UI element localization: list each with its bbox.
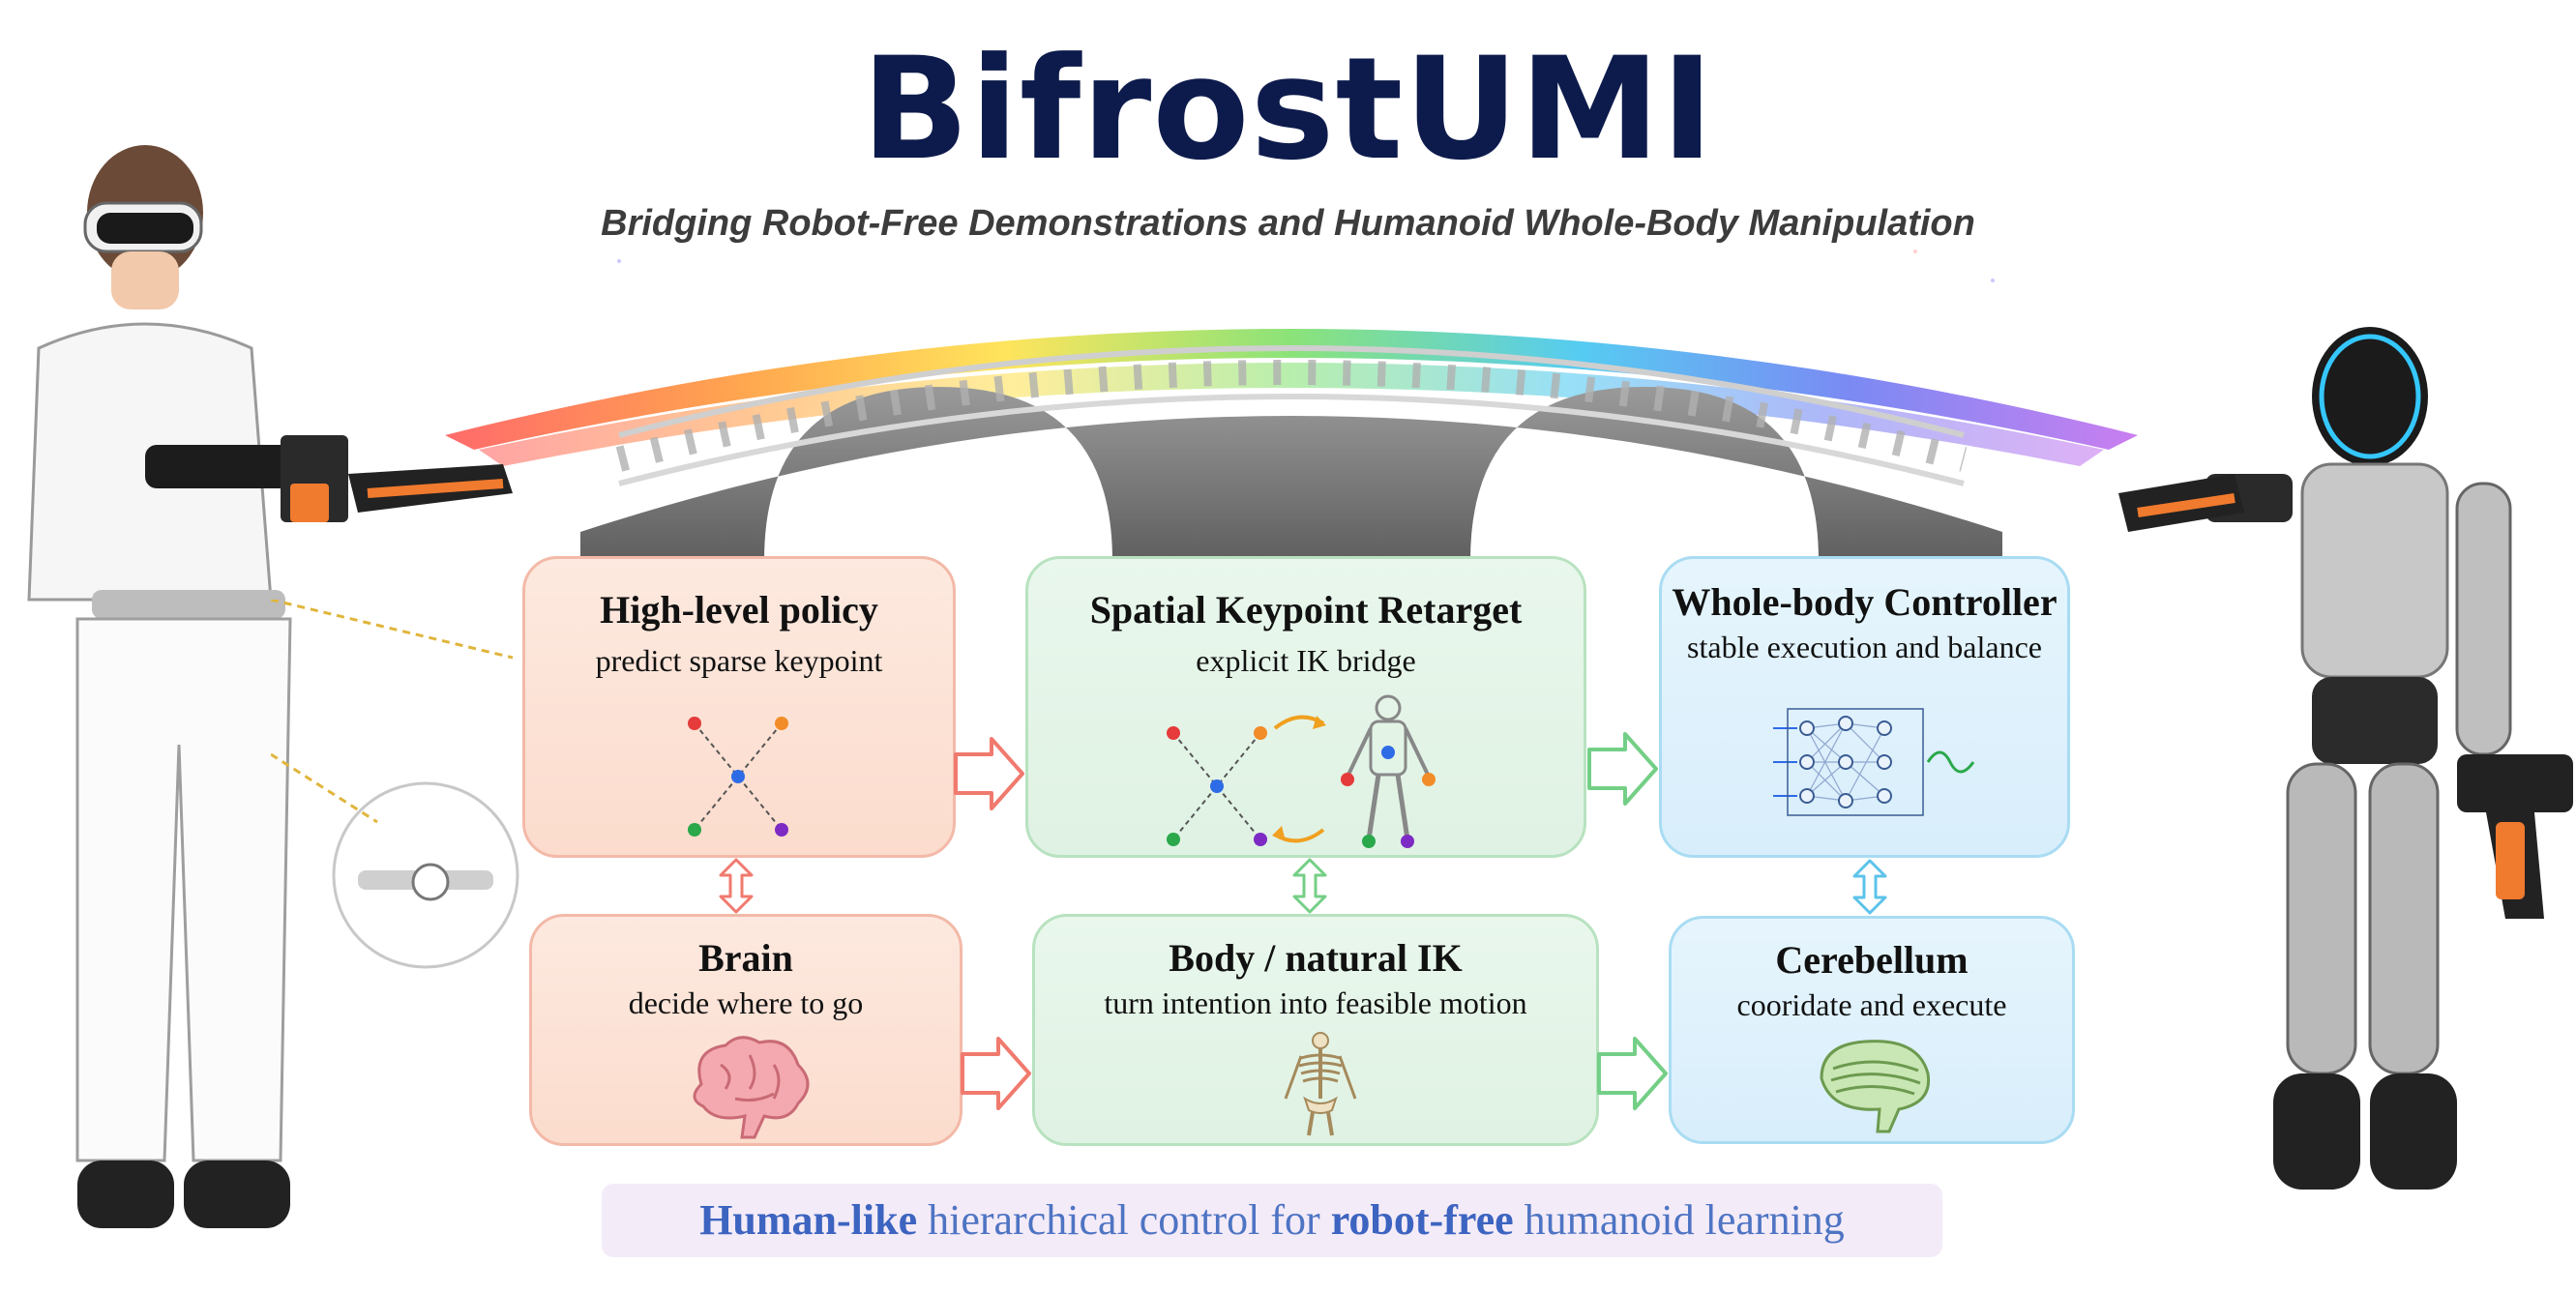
arrow-brain-to-body (961, 1037, 1031, 1110)
box-high-level-policy: High-level policy predict sparse keypoin… (522, 556, 956, 858)
keypoint-cross-icon (688, 717, 788, 837)
arrow-policy-to-retarget (954, 737, 1024, 810)
inset-connector-lines (271, 600, 514, 824)
tagline-highlight-1: Human-like (699, 1196, 918, 1244)
humanoid-robot-illustration (2118, 327, 2573, 1190)
box-subtitle: stable execution and balance (1687, 630, 2042, 664)
arrow-retarget-to-controller (1587, 732, 1658, 806)
cerebellum-icon (1820, 1040, 1931, 1133)
page-title: BifrostUMI (861, 27, 1715, 191)
box-subtitle: decide where to go (628, 985, 864, 1020)
human-operator-illustration (27, 145, 519, 1228)
double-arrow-retarget-body (1292, 858, 1327, 914)
box-title: Brain (698, 936, 793, 980)
keypoint-to-robot-icon (1167, 694, 1436, 848)
rainbow-bridge-illustration (445, 250, 2138, 561)
double-arrow-controller-cerebellum (1852, 859, 1887, 915)
box-body-natural-ik: Body / natural IK turn intention into fe… (1032, 914, 1599, 1146)
box-subtitle: cooridate and execute (1736, 987, 2007, 1022)
tagline-text-1: hierarchical control for (917, 1196, 1331, 1244)
page-subtitle: Bridging Robot-Free Demonstrations and H… (601, 203, 1975, 244)
box-title: Body / natural IK (1169, 936, 1463, 980)
box-cerebellum: Cerebellum cooridate and execute (1669, 916, 2075, 1144)
box-subtitle: turn intention into feasible motion (1104, 985, 1527, 1020)
brain-icon (693, 1036, 810, 1139)
skeleton-icon (1284, 1032, 1357, 1136)
box-spatial-keypoint-retarget: Spatial Keypoint Retarget explicit IK br… (1025, 556, 1586, 858)
box-subtitle: predict sparse keypoint (595, 643, 883, 678)
tagline-text-2: humanoid learning (1513, 1196, 1845, 1244)
tagline-banner: Human-like hierarchical control for robo… (602, 1184, 1942, 1257)
double-arrow-policy-brain (719, 858, 754, 914)
box-title: High-level policy (600, 588, 878, 632)
box-title: Cerebellum (1775, 938, 1969, 982)
neural-network-icon (1773, 708, 1975, 816)
box-subtitle: explicit IK bridge (1196, 643, 1416, 678)
box-brain: Brain decide where to go (529, 914, 962, 1146)
box-title: Whole-body Controller (1672, 580, 2058, 624)
arrow-body-to-cerebellum (1597, 1037, 1668, 1110)
box-title: Spatial Keypoint Retarget (1089, 588, 1523, 632)
box-whole-body-controller: Whole-body Controller stable execution a… (1659, 556, 2070, 858)
tagline-highlight-2: robot-free (1330, 1196, 1514, 1244)
